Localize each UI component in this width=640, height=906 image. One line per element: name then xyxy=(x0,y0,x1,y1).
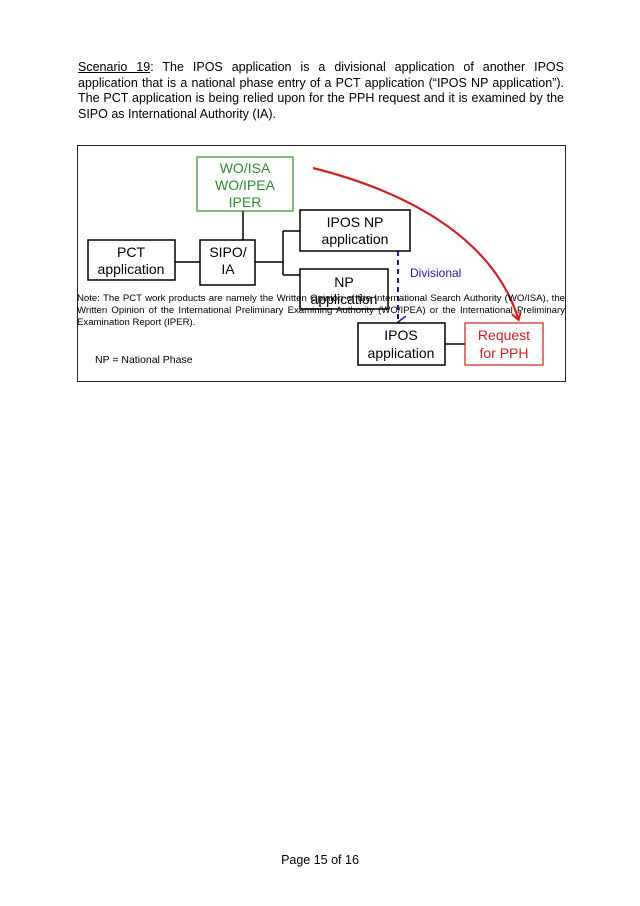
scenario-text: : The IPOS application is a divisional a… xyxy=(78,60,564,121)
request-line-2: for PPH xyxy=(479,345,528,361)
pct-line-1: PCT xyxy=(117,244,145,260)
ipos-line-2: application xyxy=(368,345,435,361)
page-footer: Page 15 of 16 xyxy=(281,853,359,867)
pct-box xyxy=(87,239,176,281)
note-text: Note: The PCT work products are namely t… xyxy=(77,293,565,328)
np-note: NP = National Phase xyxy=(95,354,193,366)
ipos-line-1: IPOS xyxy=(384,327,417,343)
pct-line-2: application xyxy=(98,261,165,277)
scenario-paragraph: Scenario 19: The IPOS application is a d… xyxy=(78,60,564,122)
divisional-label: Divisional xyxy=(410,266,461,280)
wo-line-1: WO/ISA xyxy=(220,160,271,176)
ipos-np-line-2: application xyxy=(322,231,389,247)
ipos-box xyxy=(357,322,446,366)
wo-line-3: IPER xyxy=(229,194,262,210)
ipos-np-line-1: IPOS NP xyxy=(327,214,384,230)
sipo-line-2: IA xyxy=(221,261,235,277)
sipo-line-1: SIPO/ xyxy=(209,244,246,260)
request-line-1: Request xyxy=(478,327,530,343)
figure-frame xyxy=(77,145,566,382)
np-line-1: NP xyxy=(334,274,353,290)
wo-box xyxy=(196,156,294,212)
scenario-heading: Scenario 19 xyxy=(78,60,151,74)
np-box xyxy=(299,268,389,310)
np-line-2: application xyxy=(311,291,378,307)
request-box xyxy=(464,322,544,366)
pph-reliance-arrow xyxy=(312,166,518,318)
ipos-np-box xyxy=(299,209,411,252)
sipo-box xyxy=(199,239,256,286)
wo-line-2: WO/IPEA xyxy=(215,177,276,193)
